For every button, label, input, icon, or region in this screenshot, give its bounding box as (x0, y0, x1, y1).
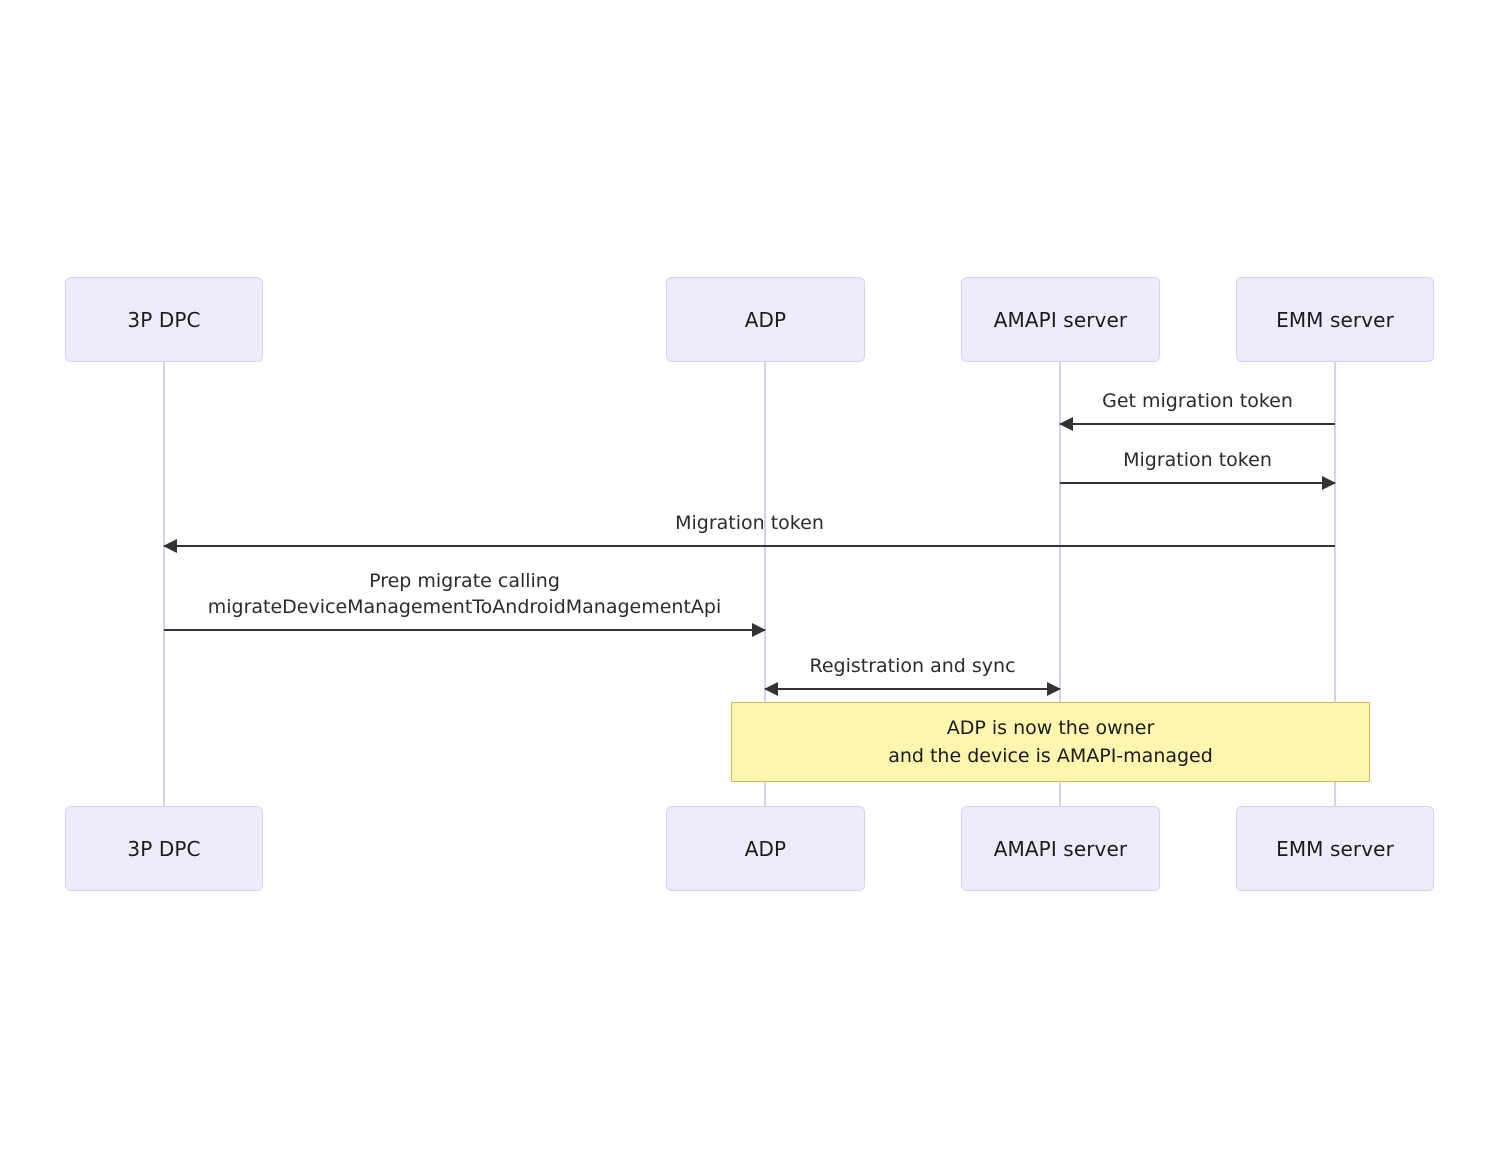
arrowhead-right-icon (752, 623, 766, 637)
message-label: Prep migrate calling migrateDeviceManage… (207, 570, 722, 618)
actor-label: EMM server (1276, 836, 1394, 861)
message-label: Get migration token (1102, 390, 1293, 412)
actor-amapi-bottom[interactable]: AMAPI server (961, 806, 1160, 891)
actor-label: ADP (744, 307, 787, 332)
note-line: ADP is now the owner (946, 717, 1155, 739)
arrowhead-right-icon (1322, 476, 1336, 490)
message-line (1060, 423, 1335, 425)
actor-adp-bottom[interactable]: ADP (666, 806, 865, 891)
lifeline-dpc (163, 362, 165, 806)
actor-dpc-top[interactable]: 3P DPC (65, 277, 263, 362)
message-label: Registration and sync (809, 655, 1016, 677)
actor-emm-top[interactable]: EMM server (1236, 277, 1434, 362)
lifeline-amapi (1059, 362, 1061, 806)
actor-emm-bottom[interactable]: EMM server (1236, 806, 1434, 891)
actor-amapi-top[interactable]: AMAPI server (961, 277, 1160, 362)
actor-label: EMM server (1276, 307, 1394, 332)
actor-label: 3P DPC (127, 307, 201, 332)
actor-label: AMAPI server (993, 836, 1128, 861)
lifeline-emm (1334, 362, 1336, 806)
actor-adp-top[interactable]: ADP (666, 277, 865, 362)
actor-dpc-bottom[interactable]: 3P DPC (65, 806, 263, 891)
arrowhead-right-icon (1047, 682, 1061, 696)
note-n1: ADP is now the owner and the device is AM… (731, 702, 1370, 782)
message-line (164, 629, 765, 631)
actor-label: ADP (744, 836, 787, 861)
note-line: and the device is AMAPI-managed (888, 745, 1213, 767)
message-line (164, 545, 1335, 547)
message-label: Migration token (675, 512, 824, 534)
arrowhead-left-icon (764, 682, 778, 696)
lifeline-adp (764, 362, 766, 806)
arrowhead-left-icon (163, 539, 177, 553)
arrowhead-left-icon (1059, 417, 1073, 431)
message-line (765, 688, 1060, 690)
actor-label: AMAPI server (993, 307, 1128, 332)
message-label: Migration token (1123, 449, 1272, 471)
message-line (1060, 482, 1335, 484)
actor-label: 3P DPC (127, 836, 201, 861)
